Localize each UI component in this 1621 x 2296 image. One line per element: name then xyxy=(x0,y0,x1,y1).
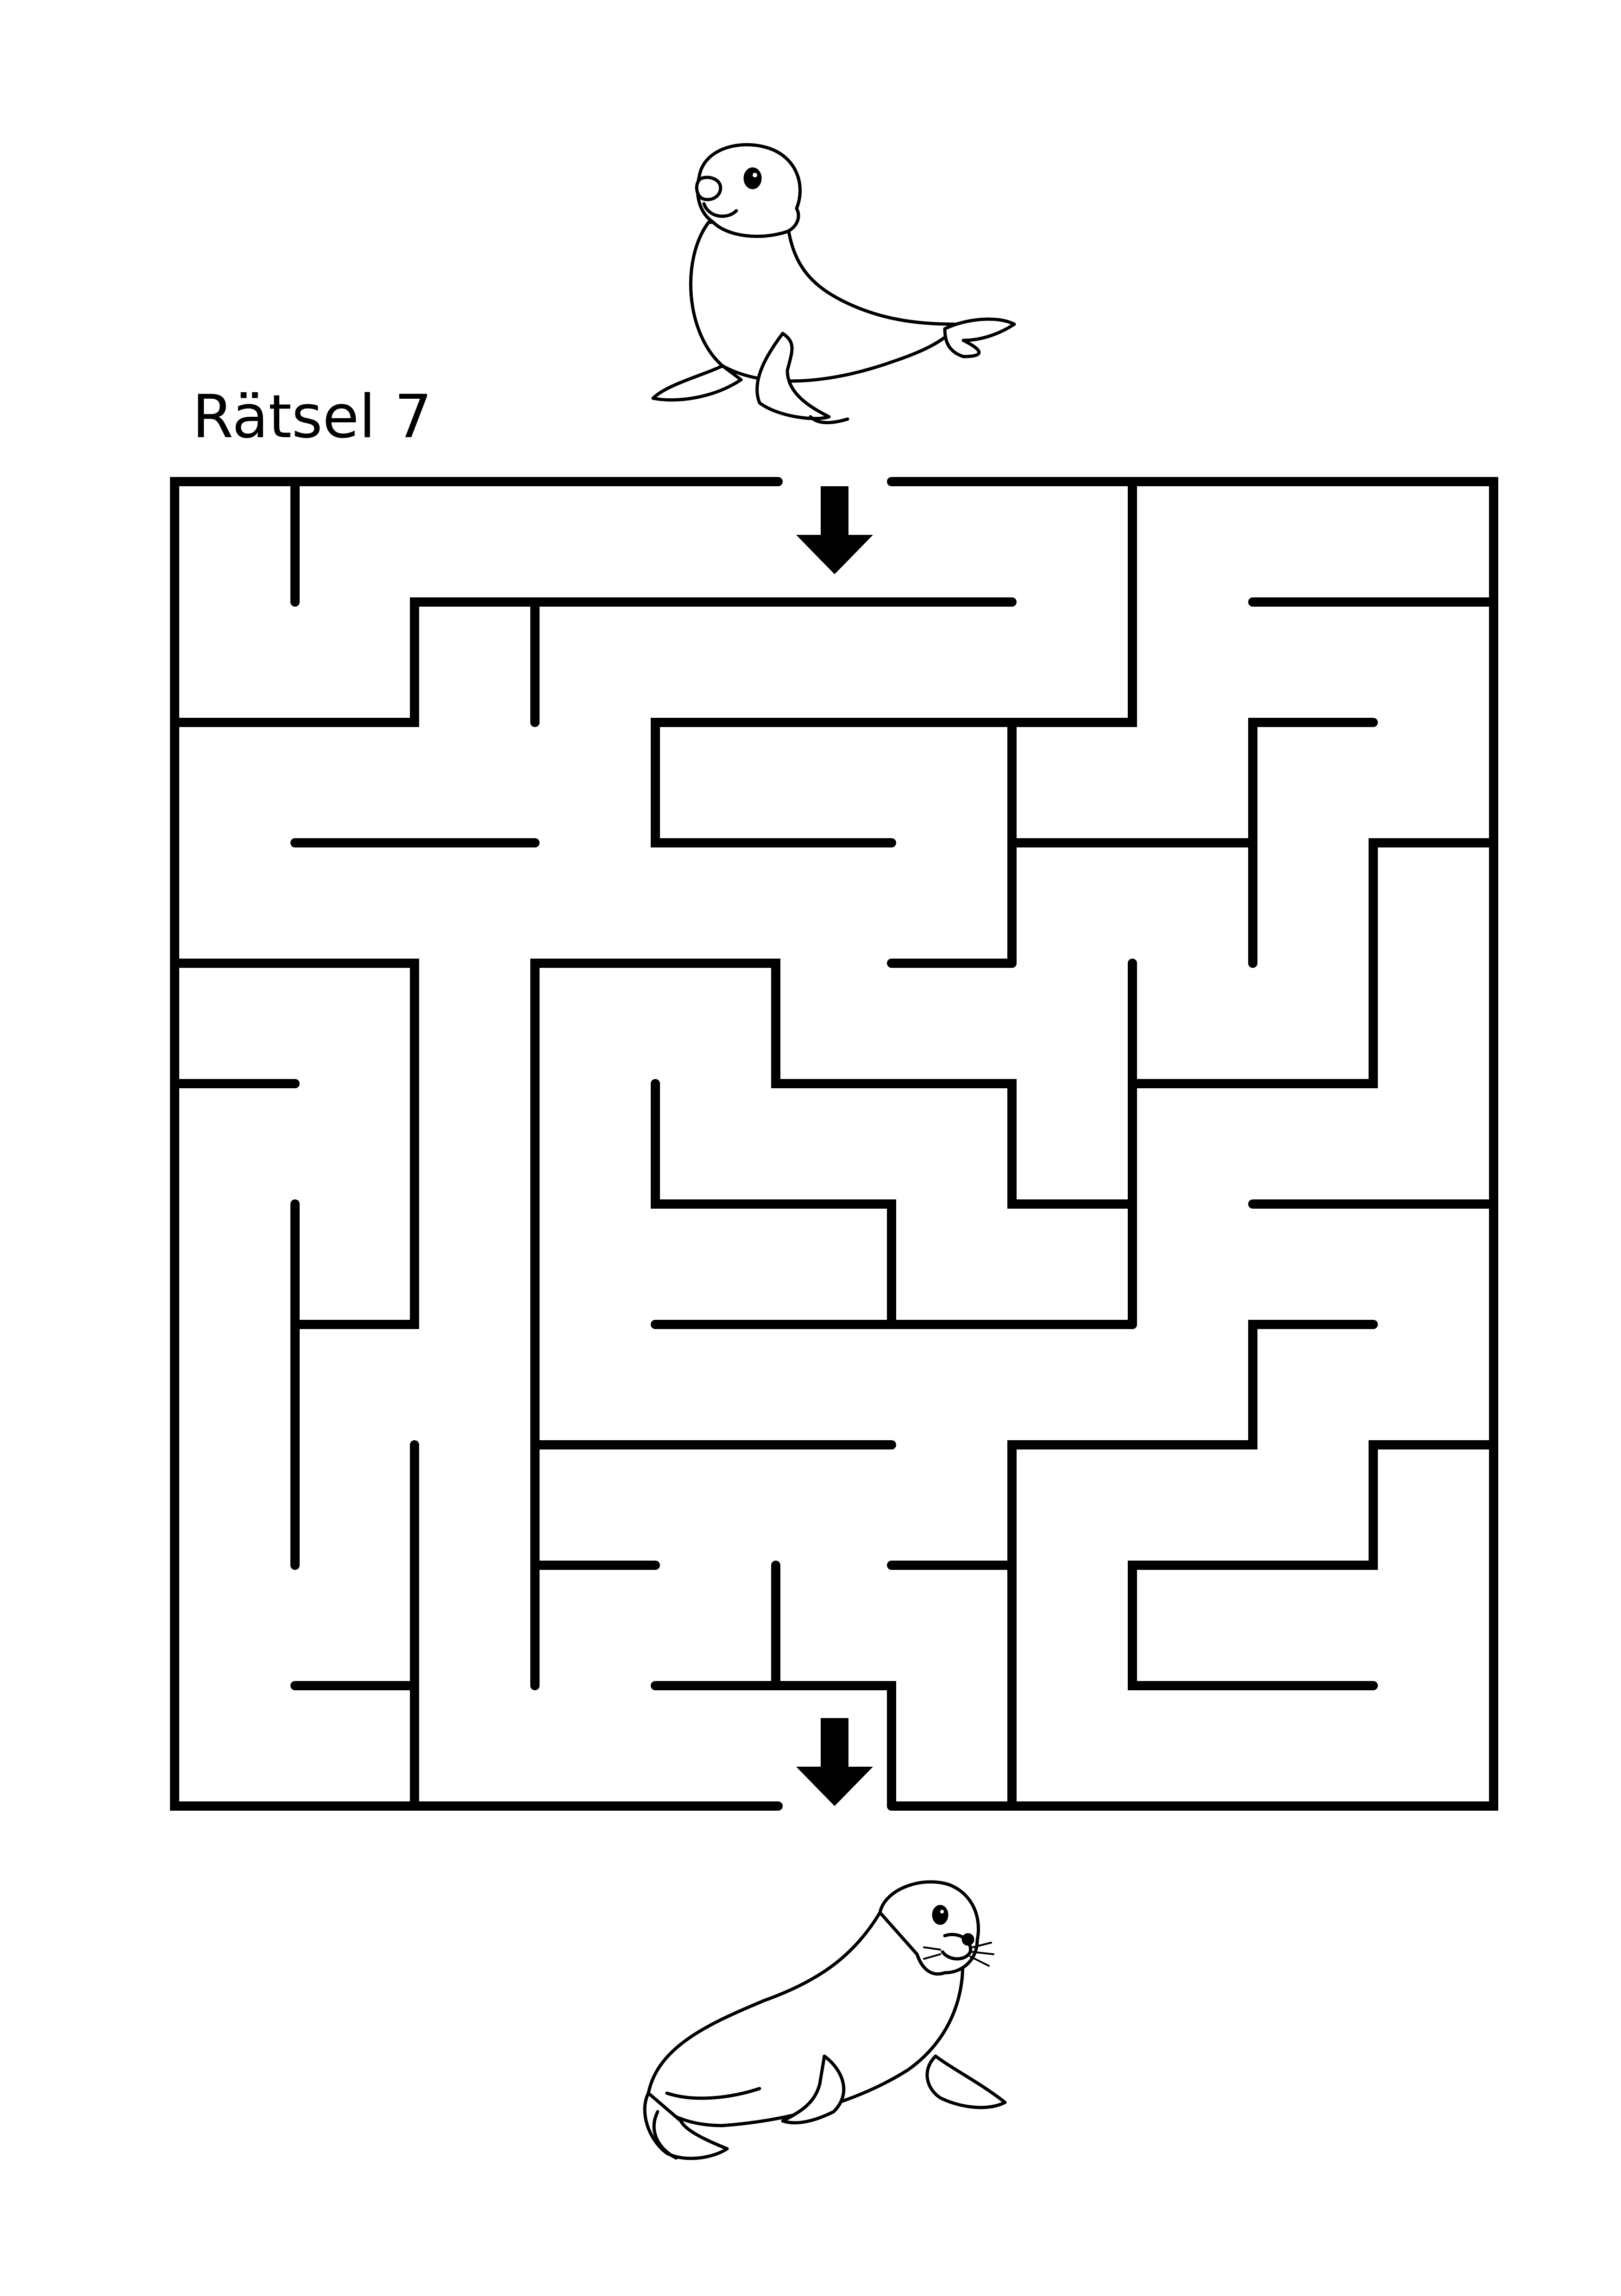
seal-pup-icon xyxy=(651,143,1016,425)
maze-outer-wall-left xyxy=(170,477,783,1811)
start-arrow-icon xyxy=(796,486,873,574)
seal-icon xyxy=(643,1880,1007,2160)
page-title: Rätsel 7 xyxy=(192,383,432,452)
maze-inner-walls xyxy=(170,477,1498,1811)
maze-outer-wall-right xyxy=(887,477,1498,1811)
goal-arrow-icon xyxy=(796,1718,873,1806)
maze-walls xyxy=(170,477,1498,1811)
